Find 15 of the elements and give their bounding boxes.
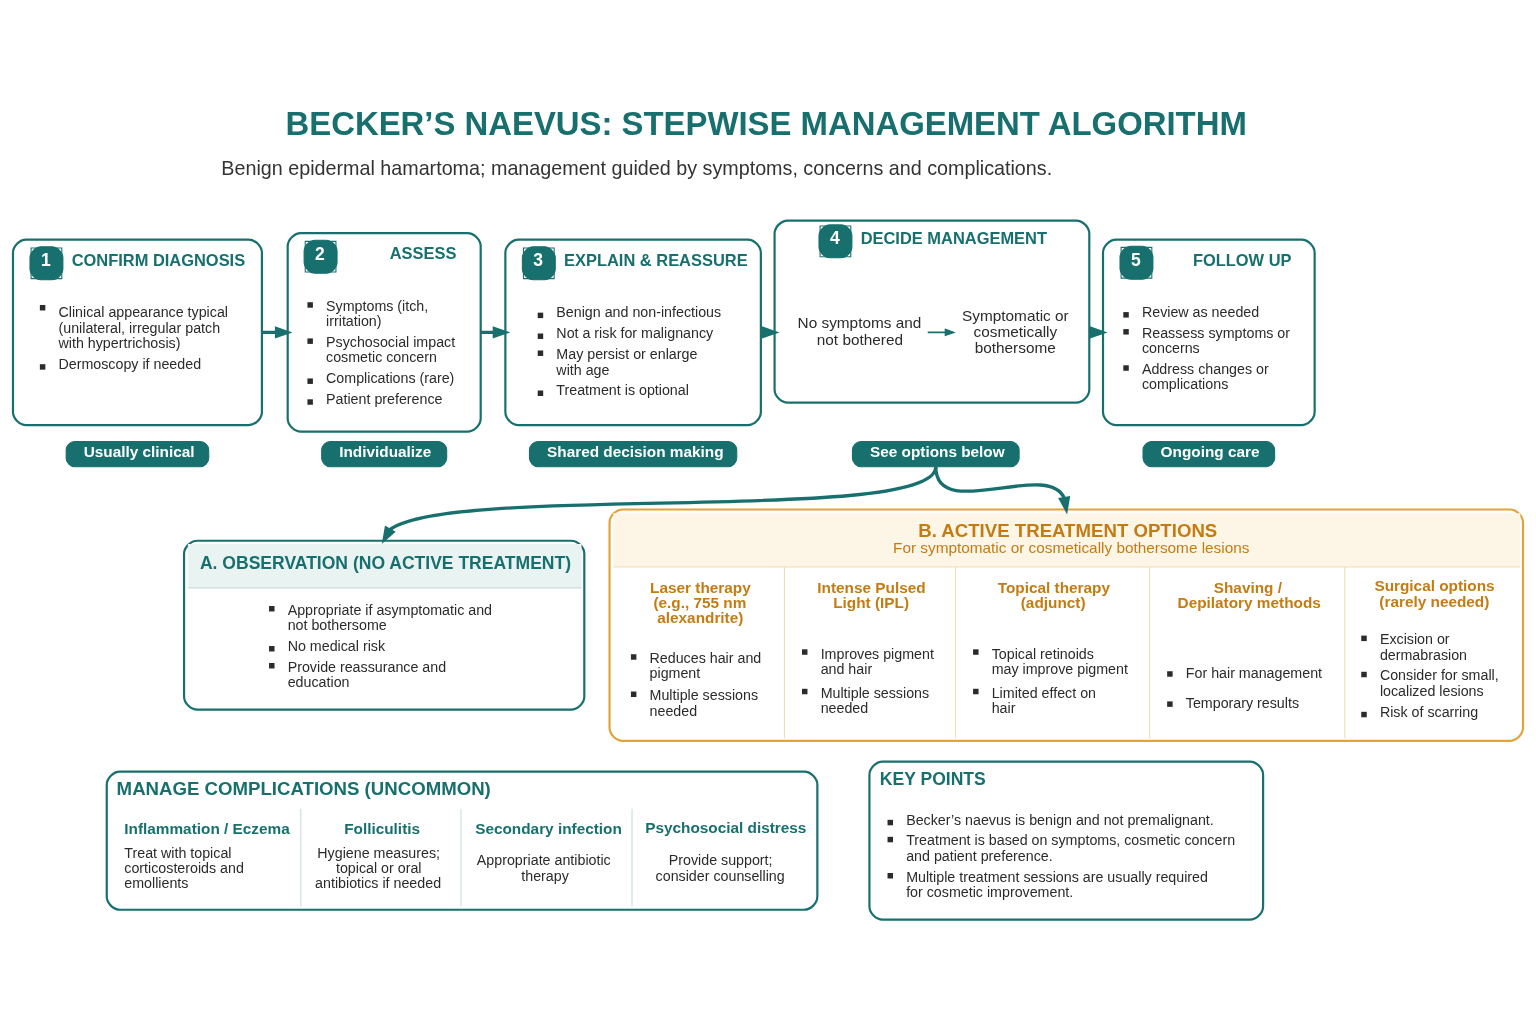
diagram-title: BECKER’S NAEVUS: STEPWISE MANAGEMENT ALGORITHM (285, 104, 1247, 142)
node-box: See options below (851, 440, 1020, 467)
node-box: Usually clinical (65, 440, 210, 467)
node-box: KEY POINTS Becker’s naevus is benign and not premalignant. Treatment is based on symptoms, cosmetic concern and patient preference. Multiple treatment sessions are usually required for cosmetic improvement. (868, 760, 1265, 921)
label: Benign epidermal hamartoma; management guided by symptoms, concerns and complications. (221, 156, 1053, 179)
node-text: Symptomatic or cosmetically bothersome (962, 306, 1069, 356)
node-text: No symptoms and not bothered (797, 313, 922, 348)
node-box: Ongoing care (1142, 440, 1276, 467)
node-box: 1 CONFIRM DIAGNOSIS Clinical appearance typical (unilateral, irregular patch with hypertrichosis) Dermoscopy if needed (11, 238, 263, 426)
arrow (934, 465, 1071, 514)
node-box: MANAGE COMPLICATIONS (UNCOMMON) Inflammation / Eczema Treat with topical corticosteroids and emollients Folliculitis Hygiene measures; topical or oral antibiotics if needed Secondary infection Appropriate antibiotic therapy Psychosocial distress Provide support; consider counselling (105, 769, 819, 911)
node-box: 5 FOLLOW UP Review as needed Reassess symptoms or concerns Address changes or complications (1101, 238, 1316, 426)
node-box: Individualize (321, 440, 448, 467)
node-box: 2 ASSESS Symptoms (itch, irritation) Psychosocial impact cosmetic concern Complications (rare) Patient preference (286, 231, 482, 433)
node-box: Shared decision making (528, 440, 738, 467)
